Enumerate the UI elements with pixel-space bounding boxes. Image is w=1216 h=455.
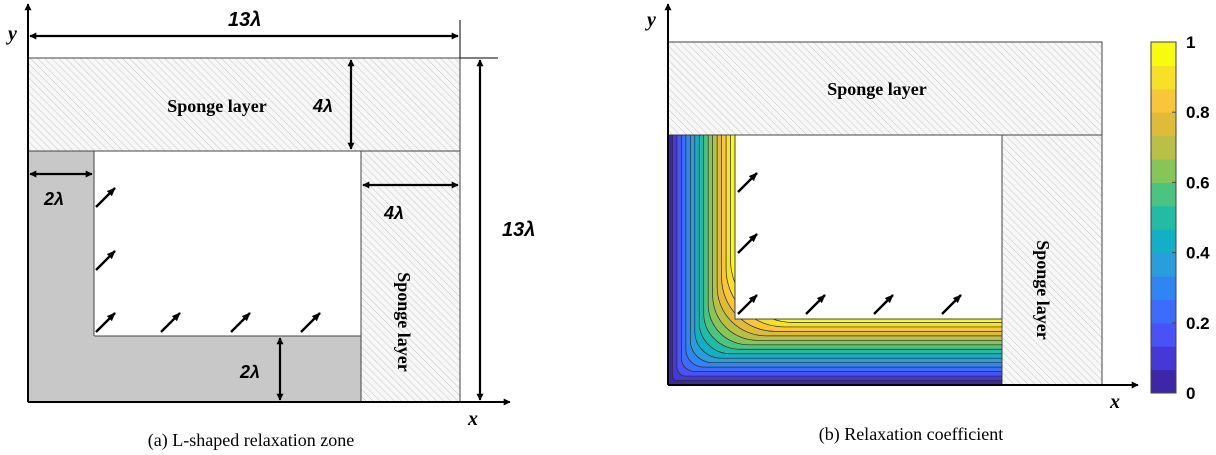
- colorbar-tick-label: 0.6: [1186, 173, 1210, 192]
- colorbar-segment: [1151, 135, 1176, 160]
- width-dimension-label: 13λ: [228, 9, 261, 31]
- incident-wave-arrows-a: [95, 187, 321, 333]
- y-axis-label-b: y: [645, 9, 656, 31]
- right-thickness-label: 4λ: [383, 203, 404, 223]
- colorbar-segment: [1151, 205, 1176, 230]
- contour-band: [668, 135, 1002, 385]
- colorbar-segment: [1151, 299, 1176, 324]
- colorbar-tick-label: 0.2: [1186, 314, 1210, 333]
- relax-zone-bottom: [93, 335, 362, 403]
- right-sponge-layer-b: [1001, 134, 1103, 386]
- colorbar-frame: [1150, 41, 1177, 394]
- panel-b: x y Sponge layer Sponge layer 0 0.2 0.4 0.6…: [645, 3, 1210, 445]
- wave-arrow: [230, 312, 251, 333]
- height-dimension-label: 13λ: [502, 219, 535, 241]
- wave-arrow: [95, 312, 116, 333]
- bottom-relax-label: 2λ: [239, 362, 260, 382]
- top-sponge-layer: [27, 57, 461, 152]
- wave-arrow: [805, 294, 826, 315]
- wave-arrow: [737, 172, 758, 193]
- colorbar-tick-label: 0: [1186, 384, 1195, 403]
- colorbar-segment: [1151, 182, 1176, 207]
- left-relax-label: 2λ: [43, 189, 64, 209]
- right-sponge-label: Sponge layer: [394, 272, 414, 372]
- colorbar-segment: [1151, 88, 1176, 113]
- contour-band: [668, 135, 1002, 385]
- caption-a: (a) L-shaped relaxation zone: [148, 430, 354, 451]
- wave-arrow: [95, 187, 116, 208]
- right-sponge-layer: [360, 150, 461, 403]
- incident-wave-arrows-b: [737, 172, 962, 315]
- colorbar-segment: [1151, 42, 1176, 66]
- colorbar-tick-label: 0.4: [1186, 244, 1210, 263]
- wave-arrow: [737, 233, 758, 254]
- top-thickness-label: 4λ: [312, 96, 333, 116]
- contour-band: [668, 135, 1002, 385]
- right-sponge-label-b: Sponge layer: [1033, 240, 1053, 340]
- x-axis-label: x: [467, 408, 478, 430]
- top-sponge-layer-b: [667, 41, 1103, 136]
- colorbar-segment: [1151, 252, 1176, 277]
- colorbar-segment: [1151, 112, 1176, 137]
- colorbar-segment: [1151, 159, 1176, 183]
- y-axis-label: y: [6, 23, 17, 45]
- colorbar: 0 0.2 0.4 0.6 0.8 1: [1150, 33, 1210, 403]
- relaxation-contours: [668, 135, 1002, 385]
- top-sponge-label-b: Sponge layer: [827, 79, 927, 99]
- wave-arrow: [941, 294, 962, 315]
- wave-arrow: [95, 250, 116, 271]
- caption-b: (b) Relaxation coefficient: [819, 424, 1004, 445]
- wave-arrow: [160, 312, 181, 333]
- top-sponge-label: Sponge layer: [167, 96, 267, 116]
- colorbar-segment: [1151, 322, 1176, 347]
- contour-band: [668, 135, 1002, 385]
- colorbar-segment: [1151, 229, 1176, 254]
- contour-band: [668, 135, 1002, 385]
- colorbar-segment: [1151, 346, 1176, 371]
- computational-domain: [734, 134, 1003, 320]
- colorbar-segment: [1151, 65, 1176, 90]
- wave-arrow: [300, 312, 321, 333]
- colorbar-tick-label: 0.8: [1186, 103, 1210, 122]
- wave-arrow: [737, 294, 758, 315]
- colorbar-tick-label: 1: [1186, 33, 1195, 52]
- colorbar-segment: [1151, 276, 1176, 300]
- colorbar-segment: [1151, 369, 1176, 394]
- wave-arrow: [873, 294, 894, 315]
- panel-a: x y 13λ 13λ 4λ 4λ 2λ 2λ Sponge layer Spo…: [6, 3, 535, 451]
- relax-zone-left: [27, 150, 95, 403]
- x-axis-label-b: x: [1109, 391, 1120, 413]
